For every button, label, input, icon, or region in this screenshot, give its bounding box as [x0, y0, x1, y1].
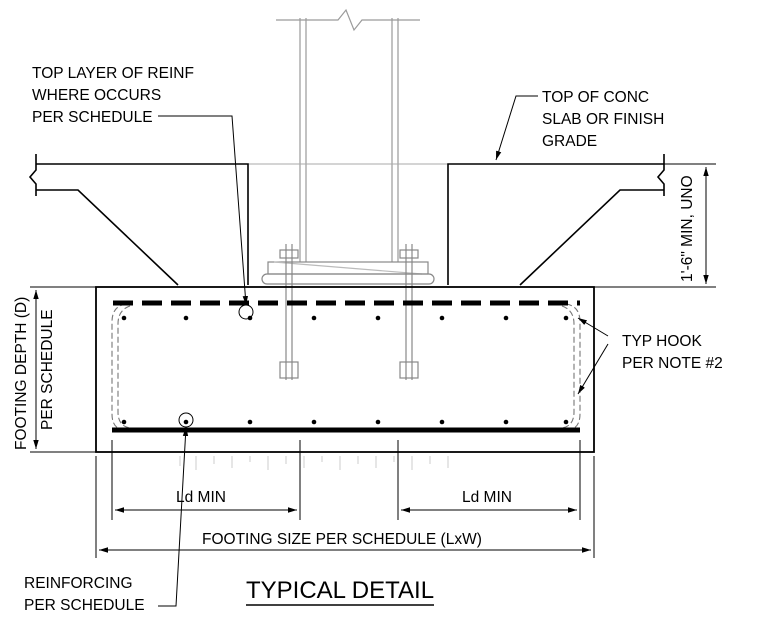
top-of-conc-note-line2: SLAB OR FINISH	[542, 111, 664, 128]
ld-min-right-label: Ld MIN	[462, 489, 512, 506]
top-reinf-note-line3: PER SCHEDULE	[32, 109, 153, 126]
typ-hook-note-line1: TYP HOOK	[622, 333, 702, 350]
top-of-conc-note-line1: TOP OF CONC	[542, 89, 649, 106]
steel-column	[276, 8, 420, 262]
base-plate	[261, 244, 435, 380]
dimension-lines	[30, 163, 716, 558]
footing-outline	[95, 286, 595, 453]
reinforcing-note-line1: REINFORCING	[24, 575, 133, 592]
bar-dots	[121, 315, 569, 425]
top-reinf-note-line1: TOP LAYER OF REINF	[32, 65, 194, 82]
min-depth-dimension-label: 1'-6" MIN, UNO	[679, 175, 696, 282]
leader-lines	[158, 95, 609, 607]
drawing-title: TYPICAL DETAIL	[246, 577, 434, 604]
subgrade-hatch	[179, 456, 449, 470]
slab-profile	[28, 154, 665, 286]
typ-hook-note-line2: PER NOTE #2	[622, 355, 723, 372]
top-of-conc-note-line3: GRADE	[542, 133, 597, 150]
footing-depth-label-line1: FOOTING DEPTH (D)	[13, 297, 30, 450]
ld-min-left-label: Ld MIN	[176, 489, 226, 506]
top-reinf-note-line2: WHERE OCCURS	[32, 87, 161, 104]
footing-depth-label-line2: PER SCHEDULE	[39, 309, 56, 430]
reinforcing-note-line2: PER SCHEDULE	[24, 597, 145, 614]
top-bar-callout-circle	[238, 304, 254, 320]
footing-size-label: FOOTING SIZE PER SCHEDULE (LxW)	[202, 531, 482, 548]
rebar-hooks	[111, 303, 581, 431]
